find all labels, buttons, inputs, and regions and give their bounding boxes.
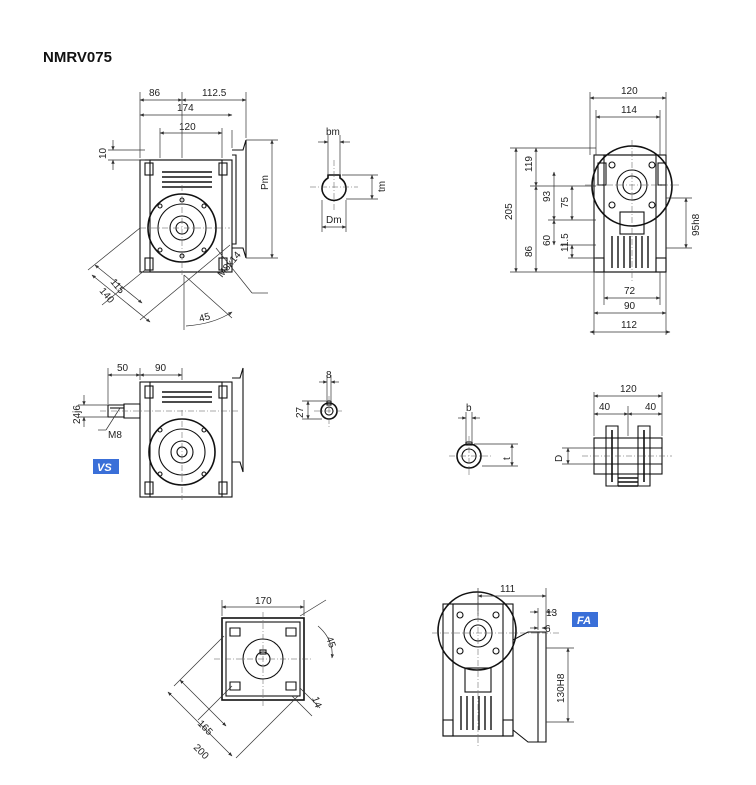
dim-60: 60 [542,234,553,246]
dim-13: 13 [546,608,558,619]
fa-badge-label: FA [577,615,591,627]
hollow-shaft-section [562,392,672,487]
vs-badge-background [93,459,119,474]
dim-72: 72 [624,286,636,297]
dim-200: 200 [191,742,211,762]
dim-174: 174 [177,103,194,114]
dim-side-86: 86 [524,245,535,257]
dim-112-5: 112.5 [202,88,227,99]
input-shaft-key-detail [302,375,344,428]
dim-45-front: 45 [198,311,212,325]
dim-75: 75 [560,196,571,208]
fa-badge-background [572,612,598,627]
vs-badge-label: VS [97,462,112,474]
side-view-dimensions [510,92,692,335]
hollow-bore-key-detail [449,412,518,476]
dim-8: 8 [326,370,332,381]
dim-45-flange: 45 [323,635,337,650]
fa-flange-side-view [432,588,574,746]
dim-40-left: 40 [599,402,611,413]
dim-24j6: 24j6 [72,405,83,424]
dim-10: 10 [98,147,109,159]
drawing-title: NMRV075 [43,49,112,66]
dim-120: 120 [179,122,196,133]
dim-86: 86 [149,88,161,99]
fa-badge: FA [572,612,598,627]
dim-95h8: 95h8 [691,213,702,236]
dim-119: 119 [524,156,535,172]
dim-side-120: 120 [621,86,638,97]
dim-111: 111 [500,584,516,595]
dim-6: 6 [545,624,551,635]
dim-14: 14 [309,695,323,710]
dim-112: 112 [621,320,637,331]
dim-130h8: 130H8 [556,673,567,703]
side-view [585,140,680,282]
vs-front-view [78,367,244,500]
dim-pm: Pm [260,175,271,190]
vs-badge: VS [93,459,119,474]
dim-165: 165 [195,718,215,738]
dim-t: t [502,457,513,460]
dim-m8: M8 [108,430,122,441]
dim-205: 205 [504,203,515,220]
dim-side-90: 90 [624,301,636,312]
dim-tm: tm [377,181,388,192]
front-view-dimensions [87,92,278,330]
dim-D: D [554,455,565,462]
dim-114: 114 [621,105,637,116]
dim-50: 50 [117,363,129,374]
dim-27: 27 [295,406,306,418]
dim-11-5: 11.5 [560,233,571,252]
dim-b: b [466,403,472,414]
square-flange [167,599,335,759]
dim-93: 93 [542,190,553,202]
dim-m8x14: M8x14 [216,250,244,280]
dim-dm: Dm [326,215,342,226]
shaft-key-detail [310,135,378,232]
dim-vs-90: 90 [155,363,167,374]
dim-hollow-120: 120 [620,384,637,395]
dim-40-right: 40 [645,402,657,413]
front-view-flange [139,139,247,275]
dim-170: 170 [255,596,272,607]
dim-bm: bm [326,127,340,138]
